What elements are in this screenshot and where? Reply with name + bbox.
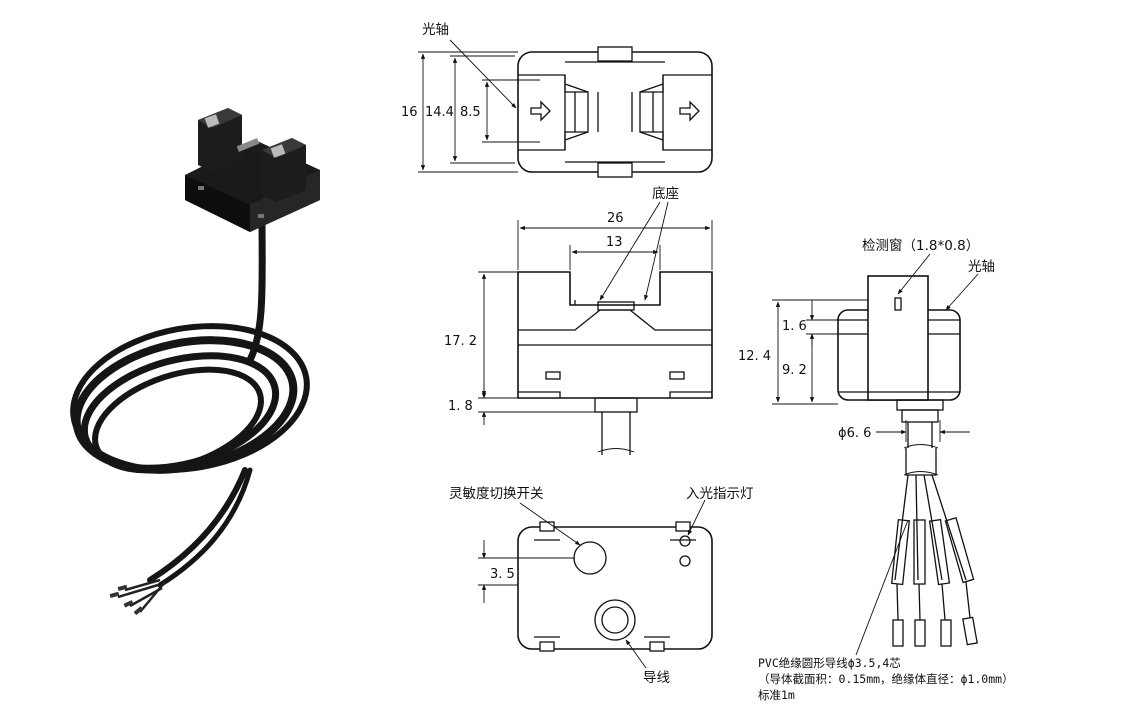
cable-coil: [70, 211, 310, 588]
dim-12-4: 12. 4: [738, 349, 771, 364]
arrow-right-icon: [530, 100, 551, 122]
optical-axis-label: 光轴: [422, 22, 449, 38]
bottom-view: 灵敏度切换开关 入光指示灯 导线 3. 5: [449, 486, 754, 686]
front-view: 底座 26 13 17. 2 1. 8: [444, 186, 713, 455]
dim-1-6: 1. 6: [782, 319, 807, 334]
cable-spec-note: PVC绝缘圆形导线ϕ3.5,4芯 （导体截面积：0.15mm，绝缘体直径：ϕ1.…: [758, 655, 1138, 703]
side-view-sensor-head: [867, 275, 929, 401]
indicator-label: 入光指示灯: [686, 486, 754, 502]
wire-label: 导线: [643, 670, 670, 686]
top-view: 光轴 16 14.4 8.5: [401, 22, 713, 178]
product-illustration: [70, 108, 320, 616]
base-label: 底座: [652, 186, 679, 202]
front-view-body: [517, 271, 713, 399]
dim-1-8: 1. 8: [448, 399, 473, 414]
wire-outlet: [594, 599, 636, 641]
cable-spec-line-3: 标准1m: [758, 688, 795, 702]
dim-3-5: 3. 5: [490, 567, 515, 582]
side-optical-axis-label: 光轴: [968, 259, 995, 275]
dim-14-4: 14.4: [425, 105, 454, 120]
wire-ends: [117, 578, 166, 613]
cable-spec-line-1: PVC绝缘圆形导线ϕ3.5,4芯: [758, 656, 901, 670]
side-view: 检测窗（1.8*0.8） 光轴 1. 6 12. 4 9. 2 ϕ6. 6: [738, 237, 995, 656]
dim-17-2: 17. 2: [444, 334, 477, 349]
dim-8-5: 8.5: [460, 105, 481, 120]
side-view-wires: [890, 474, 978, 647]
dim-26: 26: [607, 211, 624, 226]
bottom-view-body: [517, 526, 713, 650]
top-view-body: [517, 51, 713, 173]
light-indicator: [679, 535, 691, 547]
dim-9-2: 9. 2: [782, 363, 807, 378]
sensitivity-switch-label: 灵敏度切换开关: [449, 486, 544, 502]
dim-phi-6-6: ϕ6. 6: [838, 426, 871, 441]
cable-spec-line-2: （导体截面积：0.15mm，绝缘体直径：ϕ1.0mm）: [758, 672, 1014, 686]
detection-window-label: 检测窗（1.8*0.8）: [862, 237, 979, 254]
dim-16: 16: [401, 105, 418, 120]
dim-13: 13: [606, 235, 623, 250]
sensor-body: [185, 108, 320, 232]
arrow-right-icon: [679, 100, 700, 122]
